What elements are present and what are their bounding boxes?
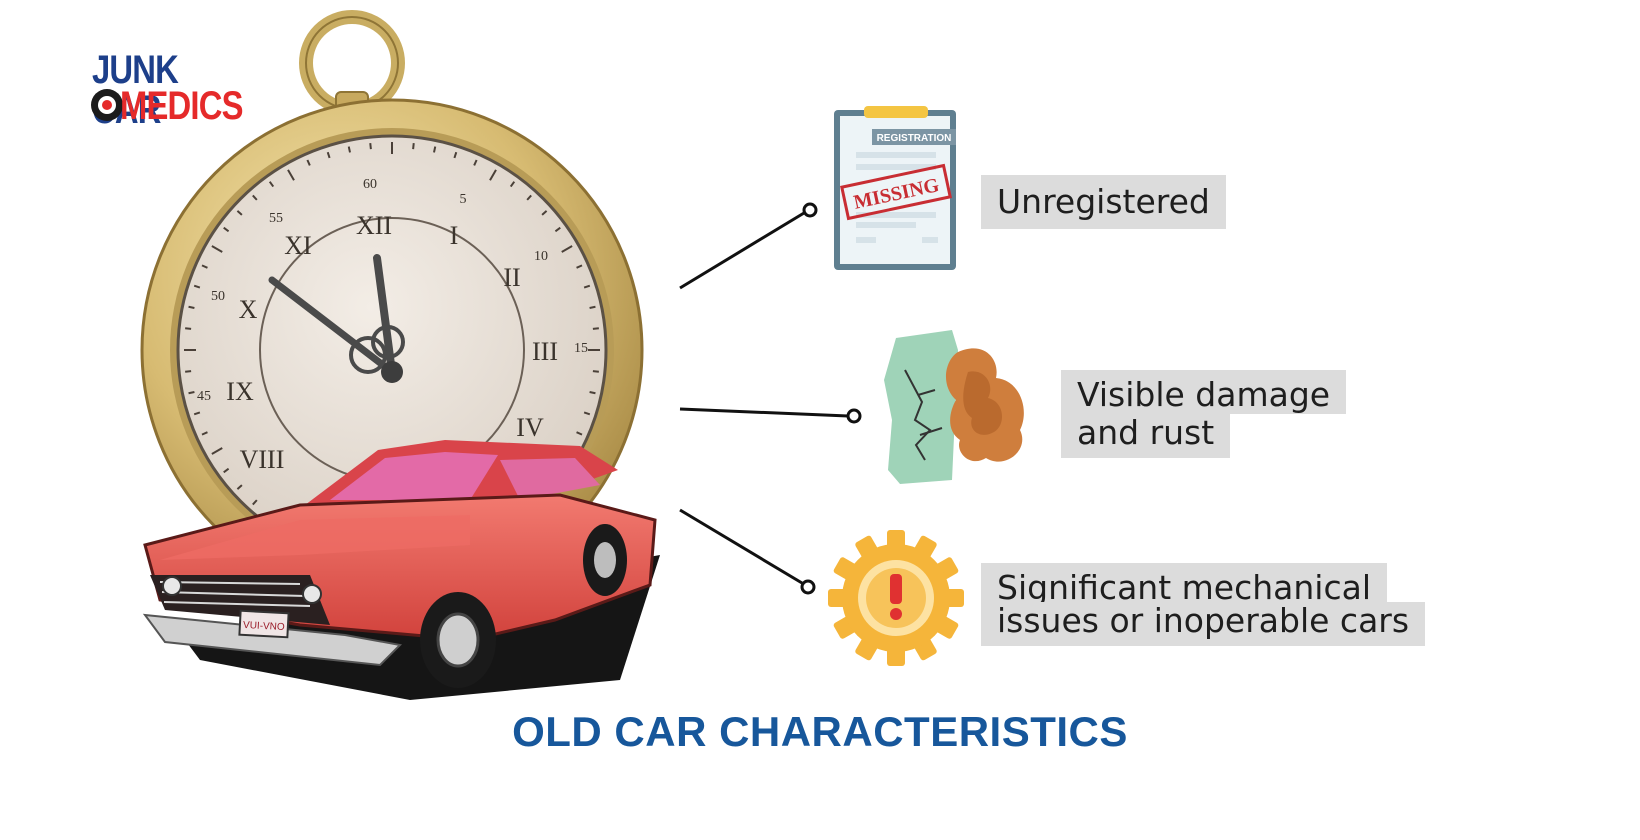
junk-car-medics-logo[interactable]: JUNK CAR MEDICS (88, 44, 243, 130)
svg-text:IX: IX (226, 377, 254, 406)
red-classic-car-icon: VUI-VNO (142, 440, 660, 700)
label-damage-text-1: Visible damage (1077, 375, 1331, 414)
label-damage-line-1: Visible damage (1061, 370, 1347, 414)
svg-text:60: 60 (363, 177, 377, 192)
page-title: OLD CAR CHARACTERISTICS (512, 708, 1128, 755)
svg-text:15: 15 (574, 341, 588, 356)
svg-text:5: 5 (460, 192, 467, 207)
label-mechanical-line-1: Significant mechanical (981, 563, 1387, 607)
label-damage-text-2: and rust (1077, 413, 1215, 452)
svg-text:55: 55 (269, 211, 283, 226)
tire-icon (91, 89, 123, 121)
svg-text:IV: IV (516, 413, 544, 442)
svg-text:II: II (503, 263, 520, 292)
svg-text:XI: XI (284, 231, 311, 260)
license-plate: VUI-VNO (243, 620, 285, 633)
rust-damage-icon (884, 330, 1024, 484)
svg-text:X: X (239, 295, 258, 324)
label-unregistered: Unregistered (981, 175, 1226, 229)
label-mechanical-text-2: issues or inoperable cars (997, 601, 1410, 640)
clipboard-missing-icon: REGISTRATION MISSING (834, 106, 956, 270)
warning-gear-icon (828, 530, 964, 666)
svg-text:50: 50 (211, 289, 225, 304)
label-mechanical-line-2: issues or inoperable cars (981, 601, 1426, 646)
label-damage-line-2: and rust (1061, 413, 1231, 458)
label-mechanical-text-1: Significant mechanical (997, 568, 1371, 607)
svg-text:VIII: VIII (240, 445, 285, 474)
logo-text-medics: MEDICS (120, 84, 243, 128)
label-unregistered-text: Unregistered (997, 182, 1210, 221)
clipboard-header: REGISTRATION (877, 133, 952, 144)
svg-text:III: III (532, 337, 558, 366)
svg-text:45: 45 (197, 389, 211, 404)
connector-lines (679, 211, 849, 585)
svg-text:10: 10 (534, 249, 548, 264)
svg-text:XII: XII (356, 211, 392, 240)
svg-text:I: I (450, 221, 459, 250)
